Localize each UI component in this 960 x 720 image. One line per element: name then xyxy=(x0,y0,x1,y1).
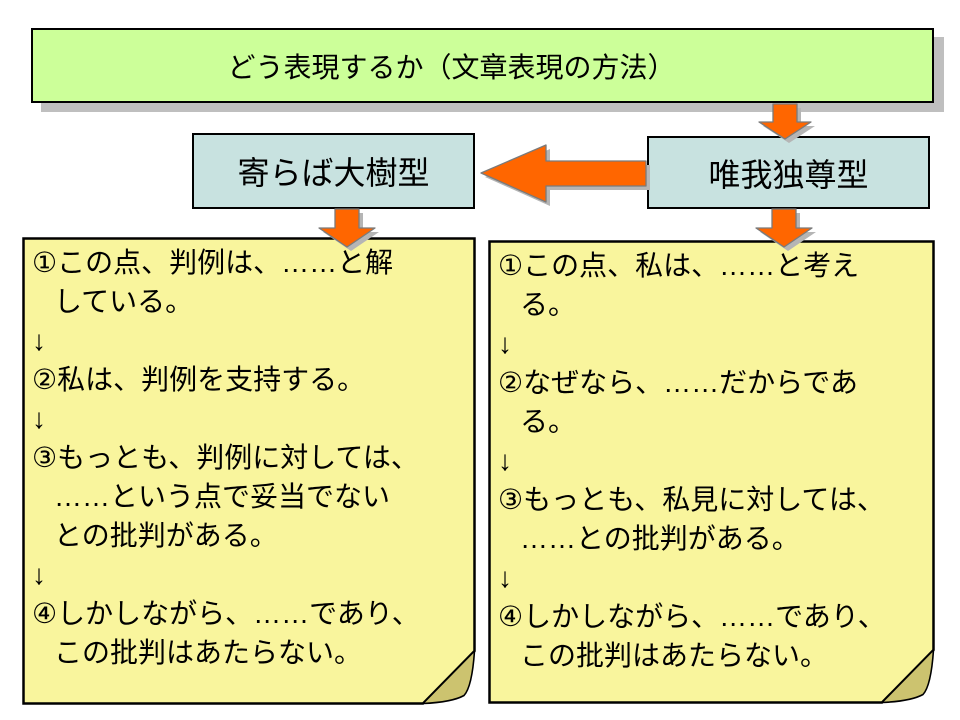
type-box-left-label: 寄らば大樹型 xyxy=(237,155,430,191)
note-line: ②私は、判例を支持する。 xyxy=(32,364,366,395)
down-arrow-glyph: ↓ xyxy=(498,562,512,593)
note-line: ……との批判がある。 xyxy=(520,523,800,554)
note-line: ③もっとも、判例に対しては、 xyxy=(32,442,419,473)
note-right-text: ①この点、私は、……と考え る。 ↓ ②なぜなら、……だからであ る。 ↓ ③も… xyxy=(488,240,935,704)
note-line: ②なぜなら、……だからであ xyxy=(498,367,858,398)
note-line: ④しかしながら、……であり、 xyxy=(32,598,420,629)
type-box-yuiga-dokuson: 唯我独尊型 xyxy=(647,136,930,209)
note-box-left: ①この点、判例は、……と解 している。 ↓ ②私は、判例を支持する。 ↓ ③もっ… xyxy=(22,237,476,705)
title-box: どう表現するか（文章表現の方法） xyxy=(31,28,934,103)
left-arrow-icon-right-to-left xyxy=(480,144,650,206)
note-line: ④しかしながら、……であり、 xyxy=(498,601,886,632)
down-arrow-glyph: ↓ xyxy=(498,328,512,359)
note-line: この批判はあたらない。 xyxy=(520,640,829,671)
note-line: ③もっとも、私見に対しては、 xyxy=(498,484,885,515)
note-line: ①この点、判例は、……と解 xyxy=(32,247,394,278)
note-line: る。 xyxy=(520,406,577,437)
folded-corner-note-shape xyxy=(488,240,935,704)
down-arrow-glyph: ↓ xyxy=(32,325,46,356)
down-arrow-glyph: ↓ xyxy=(498,445,512,476)
note-line: ①この点、私は、……と考え xyxy=(498,250,860,281)
note-line: ……という点で妥当でない xyxy=(54,481,391,512)
type-box-right-label: 唯我独尊型 xyxy=(708,156,869,193)
note-box-right: ①この点、私は、……と考え る。 ↓ ②なぜなら、……だからであ る。 ↓ ③も… xyxy=(488,240,935,704)
folded-corner-icon xyxy=(881,649,935,704)
note-line: る。 xyxy=(520,289,577,320)
note-line: している。 xyxy=(54,286,194,317)
note-line: この批判はあたらない。 xyxy=(54,637,363,668)
folded-corner-icon xyxy=(422,650,476,705)
note-line: との批判がある。 xyxy=(54,520,278,551)
down-arrow-glyph: ↓ xyxy=(32,403,46,434)
note-left-text: ①この点、判例は、……と解 している。 ↓ ②私は、判例を支持する。 ↓ ③もっ… xyxy=(22,237,476,705)
folded-corner-note-shape xyxy=(22,237,476,705)
page-title: どう表現するか（文章表現の方法） xyxy=(227,51,676,83)
down-arrow-glyph: ↓ xyxy=(32,559,46,590)
type-box-yoraba-taiju: 寄らば大樹型 xyxy=(192,133,475,209)
